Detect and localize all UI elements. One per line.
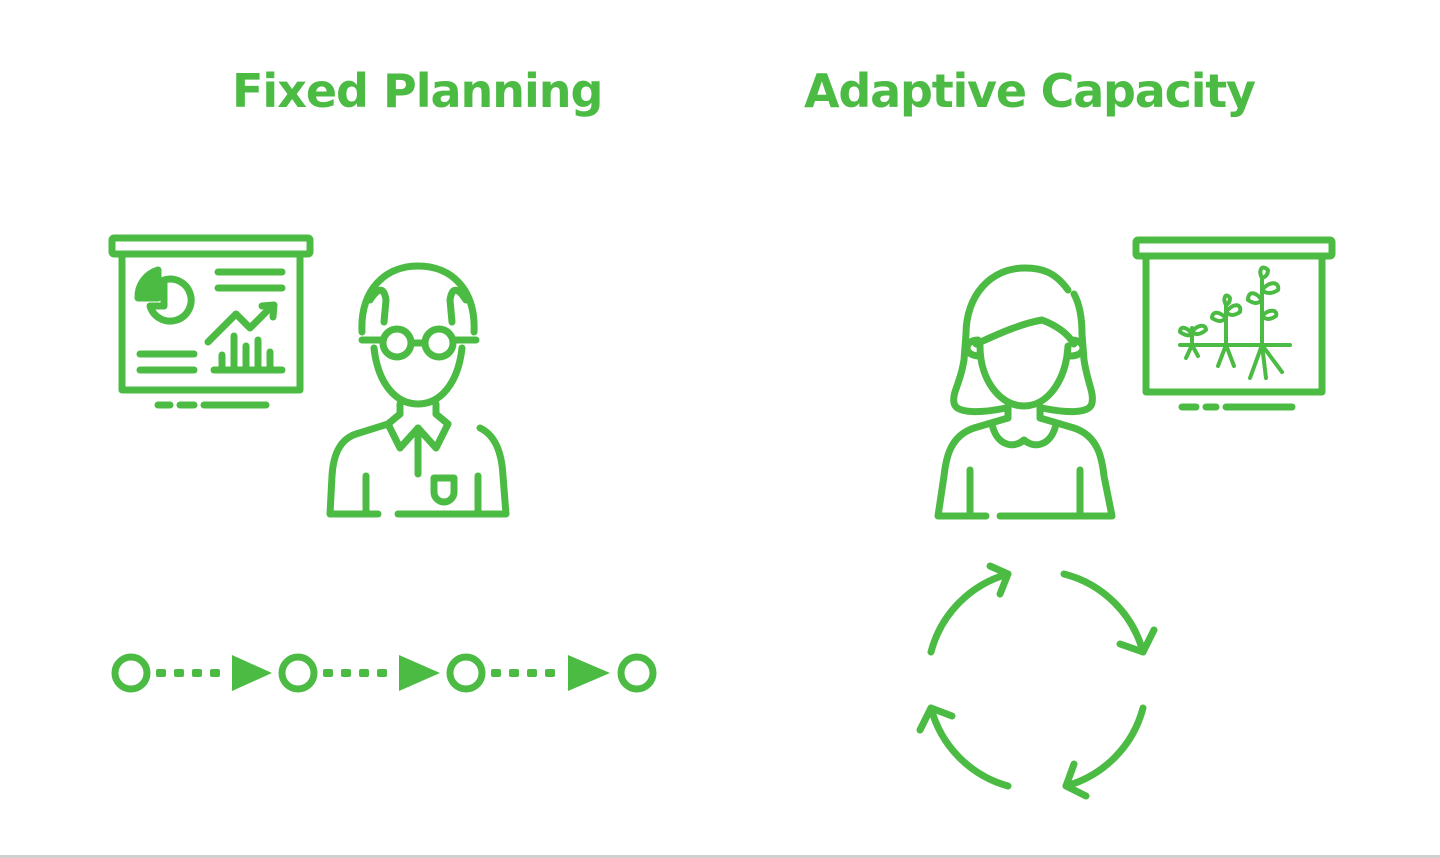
presentation-board-charts-icon [108,234,314,409]
older-man-glasses-icon [326,262,510,518]
cycle-arrows-icon [916,562,1158,800]
woman-icon [934,264,1116,520]
adaptive-capacity-title: Adaptive Capacity [804,64,1256,118]
presentation-board-plants-icon [1132,236,1336,411]
fixed-planning-title: Fixed Planning [232,64,603,118]
linear-steps-icon [111,653,657,693]
